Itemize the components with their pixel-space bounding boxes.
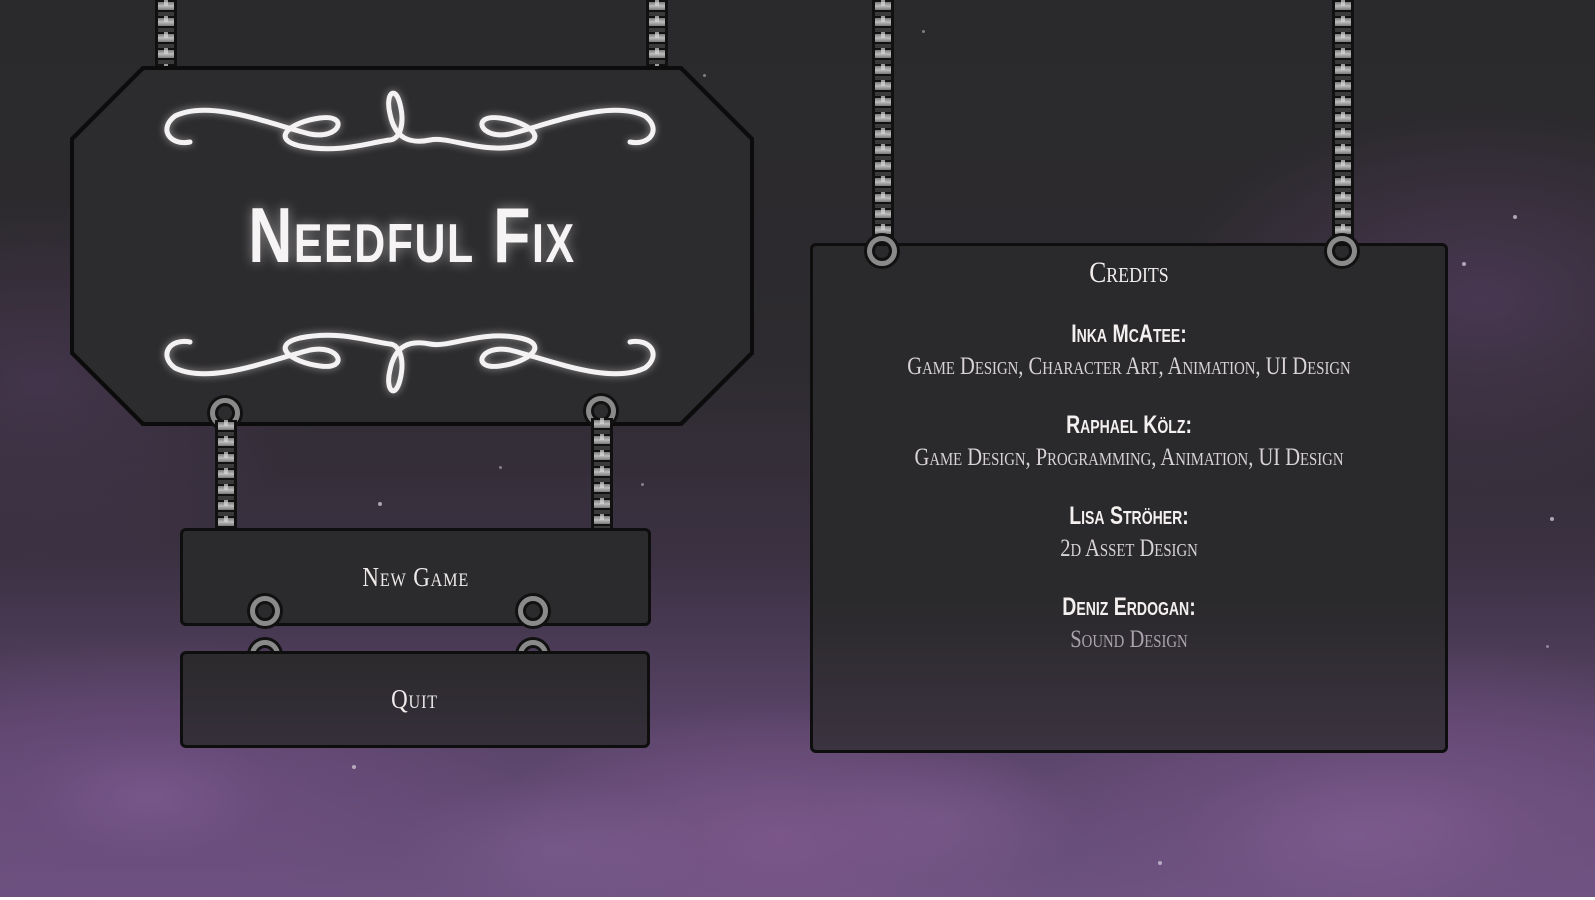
star — [1513, 215, 1517, 219]
ring-icon — [1327, 236, 1357, 266]
chain-icon — [872, 0, 894, 240]
credit-entry: Inka McAtee: Game Design, Character Art,… — [813, 320, 1445, 381]
chain-icon — [155, 0, 177, 86]
star — [378, 502, 382, 506]
quit-label: Quit — [391, 684, 439, 714]
star — [1462, 262, 1466, 266]
star — [499, 466, 502, 469]
credit-role: Sound Design — [1070, 626, 1188, 653]
new-game-label: New Game — [362, 561, 469, 592]
chain-icon — [215, 420, 237, 546]
credits-panel: Credits Inka McAtee: Game Design, Charac… — [810, 243, 1448, 753]
flourish-ornament-top — [164, 90, 656, 152]
credit-name: Inka McAtee: — [1071, 320, 1187, 348]
star — [641, 483, 644, 486]
credit-entry: Lisa Ströher: 2d Asset Design — [813, 502, 1445, 563]
star — [1550, 517, 1554, 521]
credit-name: Deniz Erdogan: — [1062, 593, 1196, 621]
star — [1546, 645, 1549, 648]
credit-name: Raphael Kölz: — [1066, 411, 1192, 439]
credits-title: Credits — [1089, 256, 1169, 289]
chain-icon — [1332, 0, 1354, 240]
game-title: Needful Fix — [248, 191, 576, 279]
ring-icon — [867, 236, 897, 266]
star — [352, 765, 356, 769]
credit-role: Game Design, Programming, Animation, UI … — [914, 444, 1344, 471]
ring-icon — [518, 596, 548, 626]
star — [703, 74, 706, 77]
credit-name: Lisa Ströher: — [1069, 502, 1189, 530]
quit-button[interactable]: Quit — [180, 651, 650, 748]
title-sign — [74, 70, 750, 422]
credit-entry: Deniz Erdogan: Sound Design — [813, 593, 1445, 654]
star — [922, 30, 925, 33]
ring-icon — [250, 596, 280, 626]
credit-entry: Raphael Kölz: Game Design, Programming, … — [813, 411, 1445, 472]
flourish-ornament-bottom — [164, 332, 656, 394]
credit-role: 2d Asset Design — [1060, 535, 1198, 562]
chain-icon — [591, 418, 613, 544]
star — [1158, 861, 1162, 865]
credit-role: Game Design, Character Art, Animation, U… — [907, 353, 1351, 380]
